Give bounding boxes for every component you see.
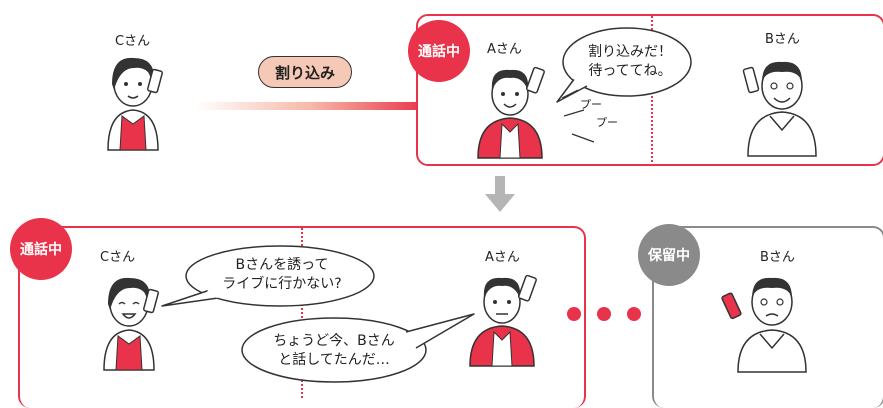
person-a-figure-bottom xyxy=(469,274,537,367)
bottom-panel-divider xyxy=(301,228,303,398)
top-bubble-text: 割り込みだ！ 待っててね。 xyxy=(580,43,680,81)
transition-down-arrow xyxy=(485,176,515,212)
bubble-a xyxy=(241,313,475,383)
bubble-c-line2: ライブに行かない? xyxy=(222,276,342,292)
bubble-c-line1: Bさんを誘って xyxy=(235,257,329,273)
bottom-person-c-name: Cさん xyxy=(100,250,136,265)
hold-badge: 保留中 xyxy=(638,224,700,286)
beep-tone-2: プー xyxy=(596,116,618,129)
beep-tone-1: プー xyxy=(580,98,602,111)
top-person-a-name: Aさん xyxy=(487,42,522,57)
bubble-a-text: ちょうど今、Bさん と話してたんだ… xyxy=(264,332,404,370)
person-c-figure xyxy=(107,57,163,151)
bottom-person-a-name: Aさん xyxy=(485,250,520,265)
top-speech-bubble xyxy=(556,27,692,103)
person-b-figure-top xyxy=(742,61,817,157)
interrupt-arrow xyxy=(195,102,427,110)
beep-lines xyxy=(561,89,595,143)
top-bubble-line1: 割り込みだ！ xyxy=(588,44,672,60)
top-talking-badge: 通話中 xyxy=(408,20,470,82)
bottom-talking-badge: 通話中 xyxy=(10,218,72,280)
interrupt-label: 割り込み xyxy=(274,63,335,82)
bubble-a-line1: ちょうど今、Bさん xyxy=(273,333,395,349)
top-bubble-line2: 待っててね。 xyxy=(588,63,672,79)
person-c-figure-bottom xyxy=(103,277,159,371)
top-person-b-name: Bさん xyxy=(765,32,800,47)
bubble-a-line2: と話してたんだ… xyxy=(278,352,390,368)
bubble-c-text: Bさんを誘って ライブに行かない? xyxy=(212,256,352,294)
bubble-c xyxy=(161,245,375,307)
person-b-figure-hold xyxy=(721,277,807,373)
hold-person-b-name: Bさん xyxy=(760,250,795,265)
caller-c-name: Cさん xyxy=(115,34,151,49)
interrupt-label-pill: 割り込み xyxy=(258,56,352,88)
person-a-figure-top xyxy=(477,66,545,159)
